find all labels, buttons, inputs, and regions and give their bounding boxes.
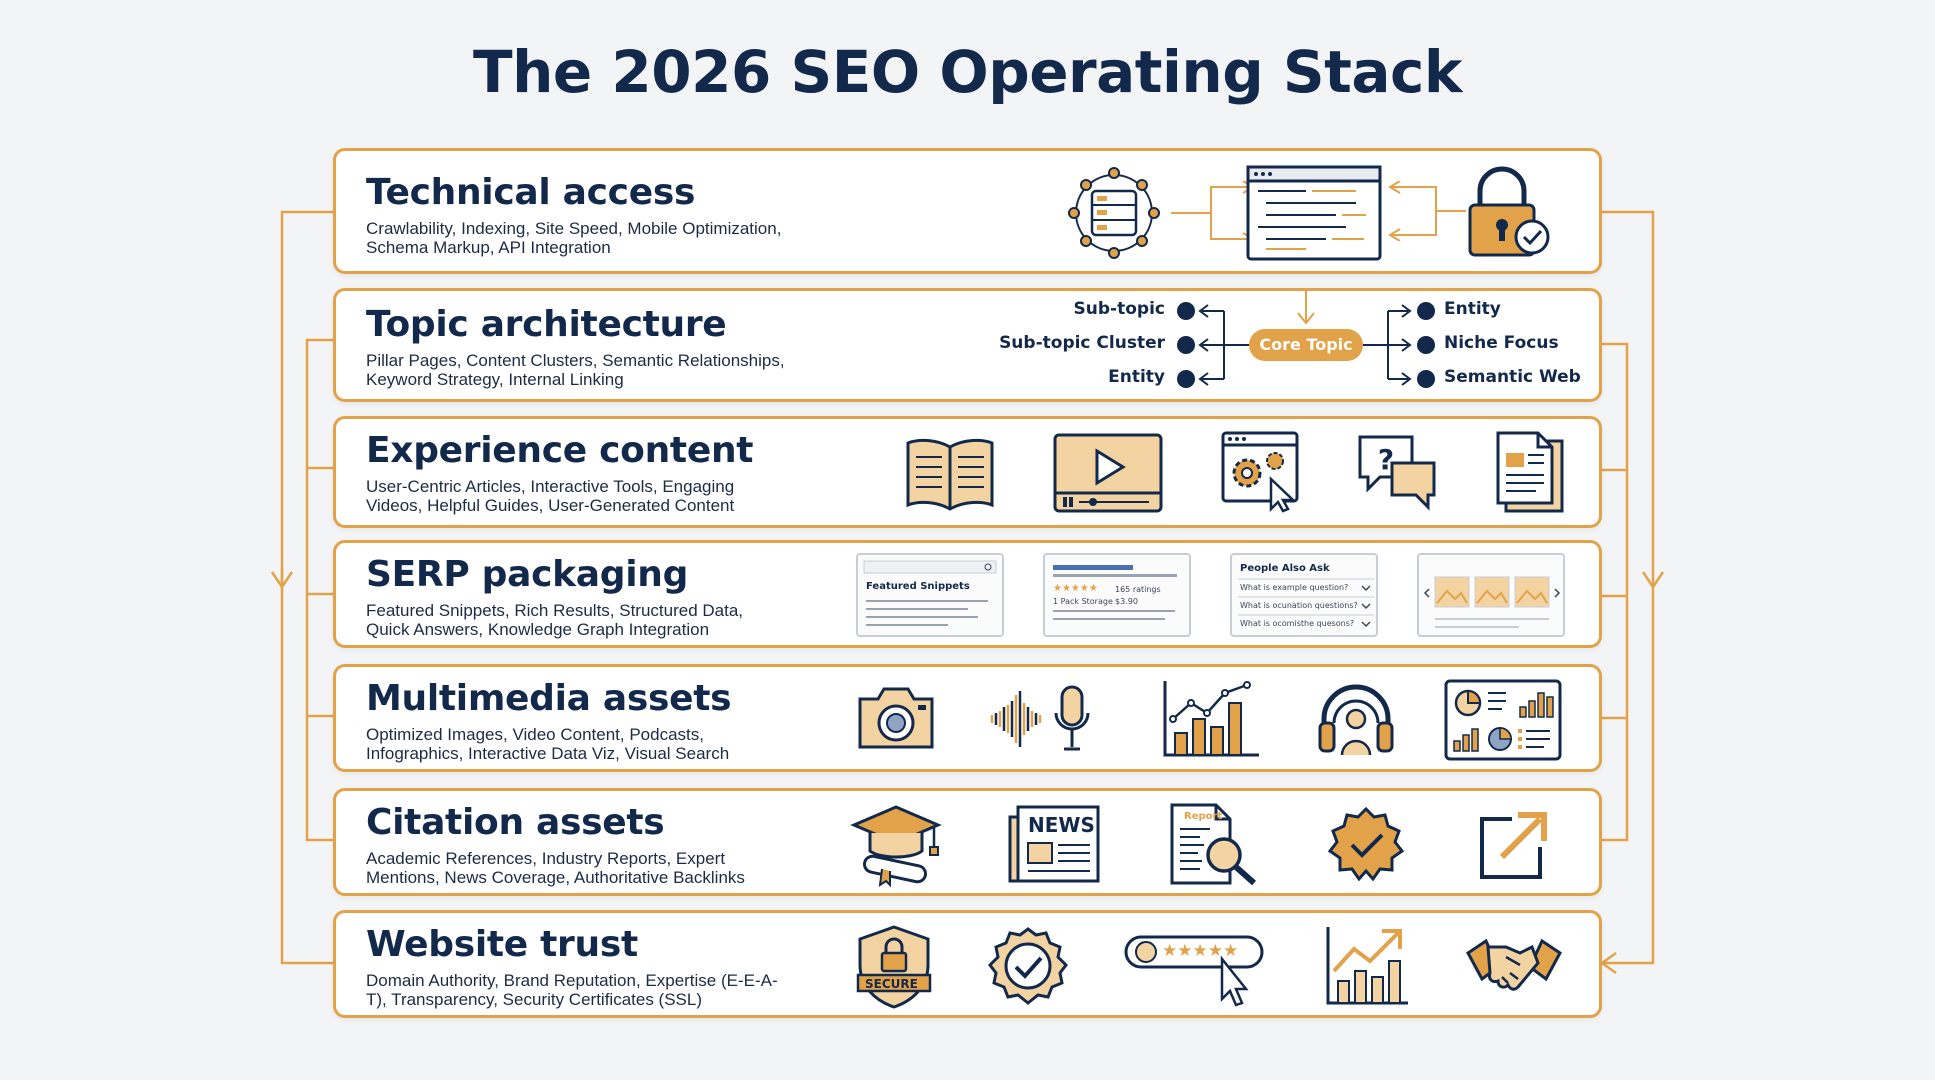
- layer-technical-access: Technical access Crawlability, Indexing,…: [333, 148, 1602, 274]
- verified-badge-icon: [1327, 806, 1405, 883]
- external-link-icon: [1476, 807, 1552, 883]
- handshake-icon: [1466, 933, 1562, 1003]
- topic-node-right: Entity: [1444, 299, 1501, 319]
- rich-result-sub: 1 Pack Storage: [1053, 597, 1113, 606]
- topic-node-left: Sub-topic: [1073, 299, 1165, 319]
- layer-citation-assets: Citation assets Academic References, Ind…: [333, 788, 1602, 896]
- layer-topic-architecture: Topic architecture Pillar Pages, Content…: [333, 288, 1602, 402]
- arrow-connector-icon: [1171, 181, 1255, 241]
- featured-snippet-card-icon: Featured Snippets: [856, 553, 1004, 637]
- featured-snippet-label: Featured Snippets: [866, 581, 970, 592]
- rich-result-card-icon: ★★★★★ 165 ratings 1 Pack Storage $3.90: [1043, 553, 1191, 637]
- layer-title: Website trust: [366, 924, 638, 965]
- topic-node-left: Sub-topic Cluster: [999, 333, 1165, 353]
- topic-node-right: Semantic Web: [1444, 367, 1581, 387]
- layer-serp-packaging: SERP packaging Featured Snippets, Rich R…: [333, 540, 1602, 648]
- layer-description: Featured Snippets, Rich Results, Structu…: [366, 601, 744, 640]
- rich-result-ratings: 165 ratings: [1115, 585, 1161, 594]
- topic-node-left: Entity: [1108, 367, 1165, 387]
- people-also-ask-card-icon: People Also Ask What is example question…: [1230, 553, 1378, 637]
- microphone-waveform-icon: [988, 683, 1100, 755]
- paa-title: People Also Ask: [1240, 563, 1330, 574]
- secure-shield-icon: SECURE: [856, 925, 932, 1009]
- server-network-icon: [1066, 165, 1162, 261]
- layer-title: Topic architecture: [366, 304, 727, 345]
- report-label: Report: [1184, 811, 1223, 822]
- paa-question: What is ocomisthe quesons?: [1240, 619, 1355, 628]
- rich-result-stars: ★★★★★: [1053, 583, 1098, 594]
- settings-window-icon: [1221, 431, 1303, 513]
- layer-website-trust: Website trust Domain Authority, Brand Re…: [333, 910, 1602, 1018]
- layer-description: Optimized Images, Video Content, Podcast…: [366, 725, 730, 764]
- image-carousel-card-icon: [1417, 553, 1565, 637]
- padlock-check-icon: [1464, 166, 1554, 259]
- video-player-icon: [1053, 433, 1163, 513]
- code-window-icon: [1246, 165, 1382, 261]
- news-label: NEWS: [1028, 813, 1095, 837]
- topic-node-right: Niche Focus: [1444, 333, 1559, 353]
- graduation-cap-icon: [850, 803, 942, 888]
- layer-description: Domain Authority, Brand Reputation, Expe…: [366, 971, 778, 1010]
- open-book-icon: [904, 435, 996, 511]
- dashboard-icon: [1444, 679, 1562, 761]
- secure-label: SECURE: [865, 977, 918, 991]
- check-seal-icon: [988, 927, 1068, 1007]
- svg-text:?: ?: [1378, 443, 1394, 476]
- document-icon: [1496, 431, 1564, 513]
- layer-title: Multimedia assets: [366, 678, 732, 719]
- review-stars: ★★★★★: [1162, 941, 1239, 961]
- layer-description: Pillar Pages, Content Clusters, Semantic…: [366, 351, 785, 390]
- bar-chart-icon: [1161, 679, 1261, 759]
- topic-map-connectors: [1177, 291, 1435, 388]
- paa-question: What is example question?: [1240, 583, 1349, 592]
- newspaper-icon: NEWS: [1008, 803, 1100, 885]
- review-rating-icon: ★★★★★: [1124, 929, 1264, 1009]
- layer-description: Academic References, Industry Reports, E…: [366, 849, 745, 888]
- core-topic-badge: Core Topic: [1249, 329, 1363, 361]
- layer-description: User-Centric Articles, Interactive Tools…: [366, 477, 735, 516]
- layer-title: Citation assets: [366, 802, 665, 843]
- growth-chart-icon: [1324, 925, 1410, 1007]
- report-magnifier-icon: Report: [1170, 803, 1260, 887]
- camera-icon: [856, 685, 936, 751]
- paa-question: What is ocunation questions?: [1240, 601, 1358, 610]
- arrow-connector-icon: [1388, 181, 1466, 241]
- headphones-icon: [1316, 679, 1396, 759]
- page-title: The 2026 SEO Operating Stack: [473, 38, 1463, 106]
- layer-title: Experience content: [366, 430, 754, 471]
- layer-experience-content: Experience content User-Centric Articles…: [333, 416, 1602, 528]
- layer-title: Technical access: [366, 172, 696, 213]
- layer-description: Crawlability, Indexing, Site Speed, Mobi…: [366, 219, 782, 258]
- question-chat-icon: ?: [1356, 433, 1438, 511]
- rich-result-price: $3.90: [1115, 597, 1138, 606]
- layer-multimedia-assets: Multimedia assets Optimized Images, Vide…: [333, 664, 1602, 772]
- layer-title: SERP packaging: [366, 554, 689, 595]
